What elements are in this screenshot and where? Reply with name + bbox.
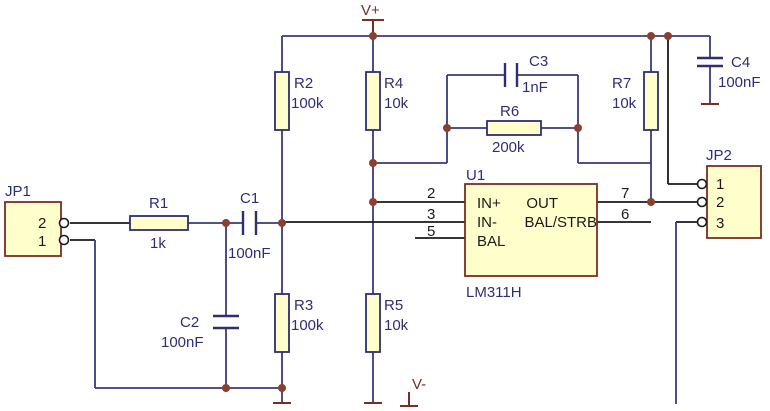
r7-value: 10k [612, 95, 637, 112]
u1-pin2-num: 2 [427, 185, 435, 202]
c4-symbol [697, 56, 723, 68]
u1-bal-label: BAL [477, 233, 505, 250]
jp1-pin2-label: 2 [38, 215, 46, 232]
u1-inplus-label: IN+ [477, 195, 501, 212]
c1-name: C1 [240, 190, 259, 207]
r6-value: 200k [492, 139, 525, 156]
jp1-pin1-label: 1 [38, 233, 46, 250]
u1-pin6-num: 6 [621, 206, 629, 223]
u1-pin3-num: 3 [427, 206, 435, 223]
u1-name: U1 [466, 167, 485, 184]
r3-body [274, 293, 290, 353]
r2-body [274, 71, 290, 131]
jp1-name: JP1 [5, 183, 31, 200]
jp2-pin1-terminal[interactable] [696, 178, 708, 190]
c2-symbol [213, 314, 239, 330]
u1-body [464, 183, 598, 277]
r4-name: R4 [384, 75, 403, 92]
r5-body [365, 293, 381, 353]
r7-body [643, 71, 659, 131]
c1-value: 100nF [228, 245, 271, 262]
r2-value: 100k [291, 95, 324, 112]
u1-out-label: OUT [526, 195, 558, 212]
r1-name: R1 [149, 195, 168, 212]
vminus-label: V- [412, 376, 426, 393]
r4-body [365, 71, 381, 131]
r4-value: 10k [384, 95, 409, 112]
u1-balstrb-label: BAL/STRB [524, 214, 597, 231]
c4-name: C4 [731, 54, 750, 71]
r1-value: 1k [150, 235, 166, 252]
u1-pin7-num: 7 [621, 185, 629, 202]
jp2-pin2-label: 2 [716, 194, 724, 211]
c3-value: 1nF [522, 79, 548, 96]
r6-body [486, 120, 542, 136]
vplus-label: V+ [361, 2, 380, 19]
jp2-pin2-terminal[interactable] [696, 196, 708, 208]
r5-value: 10k [384, 317, 409, 334]
junctions [222, 32, 672, 392]
r5-name: R5 [384, 297, 403, 314]
r3-name: R3 [294, 297, 313, 314]
u1-pin5-num: 5 [427, 223, 435, 240]
jp2-body [706, 165, 762, 239]
r3-value: 100k [291, 317, 324, 334]
c3-symbol [503, 63, 519, 87]
c3-name: C3 [529, 53, 548, 70]
u1-part: LM311H [466, 284, 522, 301]
jp2-pin1-label: 1 [716, 176, 724, 193]
r6-name: R6 [500, 103, 519, 120]
c4-value: 100nF [718, 74, 761, 91]
jp2-pin3-terminal[interactable] [696, 216, 708, 228]
jp1-pin1-terminal[interactable] [58, 234, 70, 246]
r7-name: R7 [612, 75, 631, 92]
c2-value: 100nF [161, 334, 204, 351]
r2-name: R2 [294, 75, 313, 92]
jp1-pin2-terminal[interactable] [58, 217, 70, 229]
c2-name: C2 [180, 314, 199, 331]
jp2-name: JP2 [706, 147, 732, 164]
r1-body [129, 215, 189, 231]
jp1-body [4, 201, 62, 257]
wiring [70, 19, 719, 407]
c1-symbol [241, 211, 258, 235]
jp2-pin3-label: 3 [716, 215, 724, 232]
u1-inminus-label: IN- [477, 214, 497, 231]
